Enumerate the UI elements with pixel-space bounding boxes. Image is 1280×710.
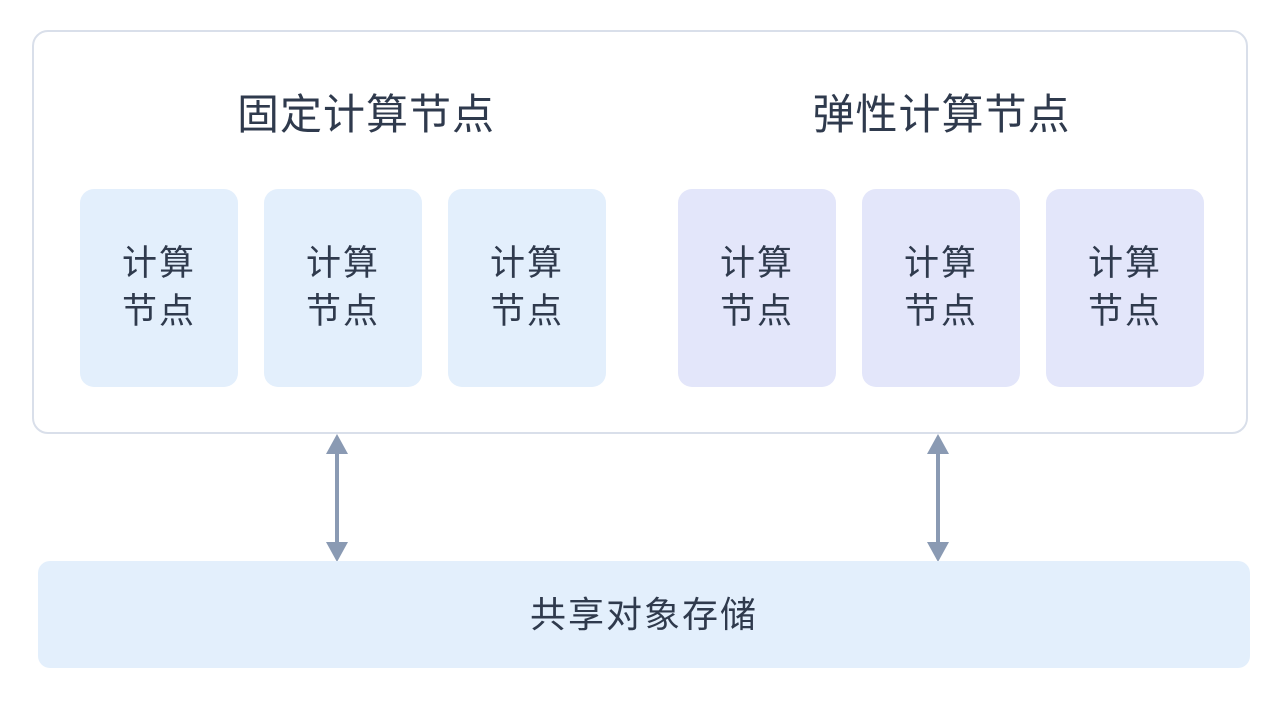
group-title-elastic: 弹性计算节点 bbox=[812, 91, 1071, 138]
compute-node-label-line1: 计算 bbox=[1087, 244, 1162, 284]
compute-layer-container: 固定计算节点 弹性计算节点 计算 节点 计算 节点 计算 节点 计算 节点 bbox=[32, 30, 1248, 434]
group-title-fixed: 固定计算节点 bbox=[236, 91, 495, 138]
shared-object-storage-label: 共享对象存储 bbox=[529, 593, 758, 635]
compute-node-label-line2: 节点 bbox=[1087, 292, 1162, 331]
compute-node-label-line2: 节点 bbox=[305, 292, 380, 331]
compute-node-label-line2: 节点 bbox=[903, 292, 978, 331]
compute-node[interactable]: 计算 节点 bbox=[862, 189, 1020, 387]
compute-node-label-line1: 计算 bbox=[903, 244, 978, 284]
compute-node[interactable]: 计算 节点 bbox=[80, 189, 238, 387]
compute-node-label-line1: 计算 bbox=[121, 244, 196, 284]
node-group-elastic: 计算 节点 计算 节点 计算 节点 bbox=[678, 189, 1204, 387]
group-titles-row: 固定计算节点 弹性计算节点 bbox=[34, 32, 1246, 182]
compute-node-label-line1: 计算 bbox=[305, 244, 380, 284]
compute-node-label-line2: 节点 bbox=[719, 292, 794, 331]
compute-node-label-line1: 计算 bbox=[719, 244, 794, 284]
compute-node[interactable]: 计算 节点 bbox=[1046, 189, 1204, 387]
compute-node[interactable]: 计算 节点 bbox=[678, 189, 836, 387]
double-arrow-icon-left bbox=[317, 434, 357, 562]
compute-node-label-line2: 节点 bbox=[489, 292, 564, 331]
node-group-fixed: 计算 节点 计算 节点 计算 节点 bbox=[80, 189, 606, 387]
double-arrow-icon-right bbox=[918, 434, 958, 562]
compute-node[interactable]: 计算 节点 bbox=[448, 189, 606, 387]
shared-object-storage-bar[interactable]: 共享对象存储 bbox=[38, 561, 1250, 668]
compute-node-label-line2: 节点 bbox=[121, 292, 196, 331]
compute-node[interactable]: 计算 节点 bbox=[264, 189, 422, 387]
compute-node-label-line1: 计算 bbox=[489, 244, 564, 284]
